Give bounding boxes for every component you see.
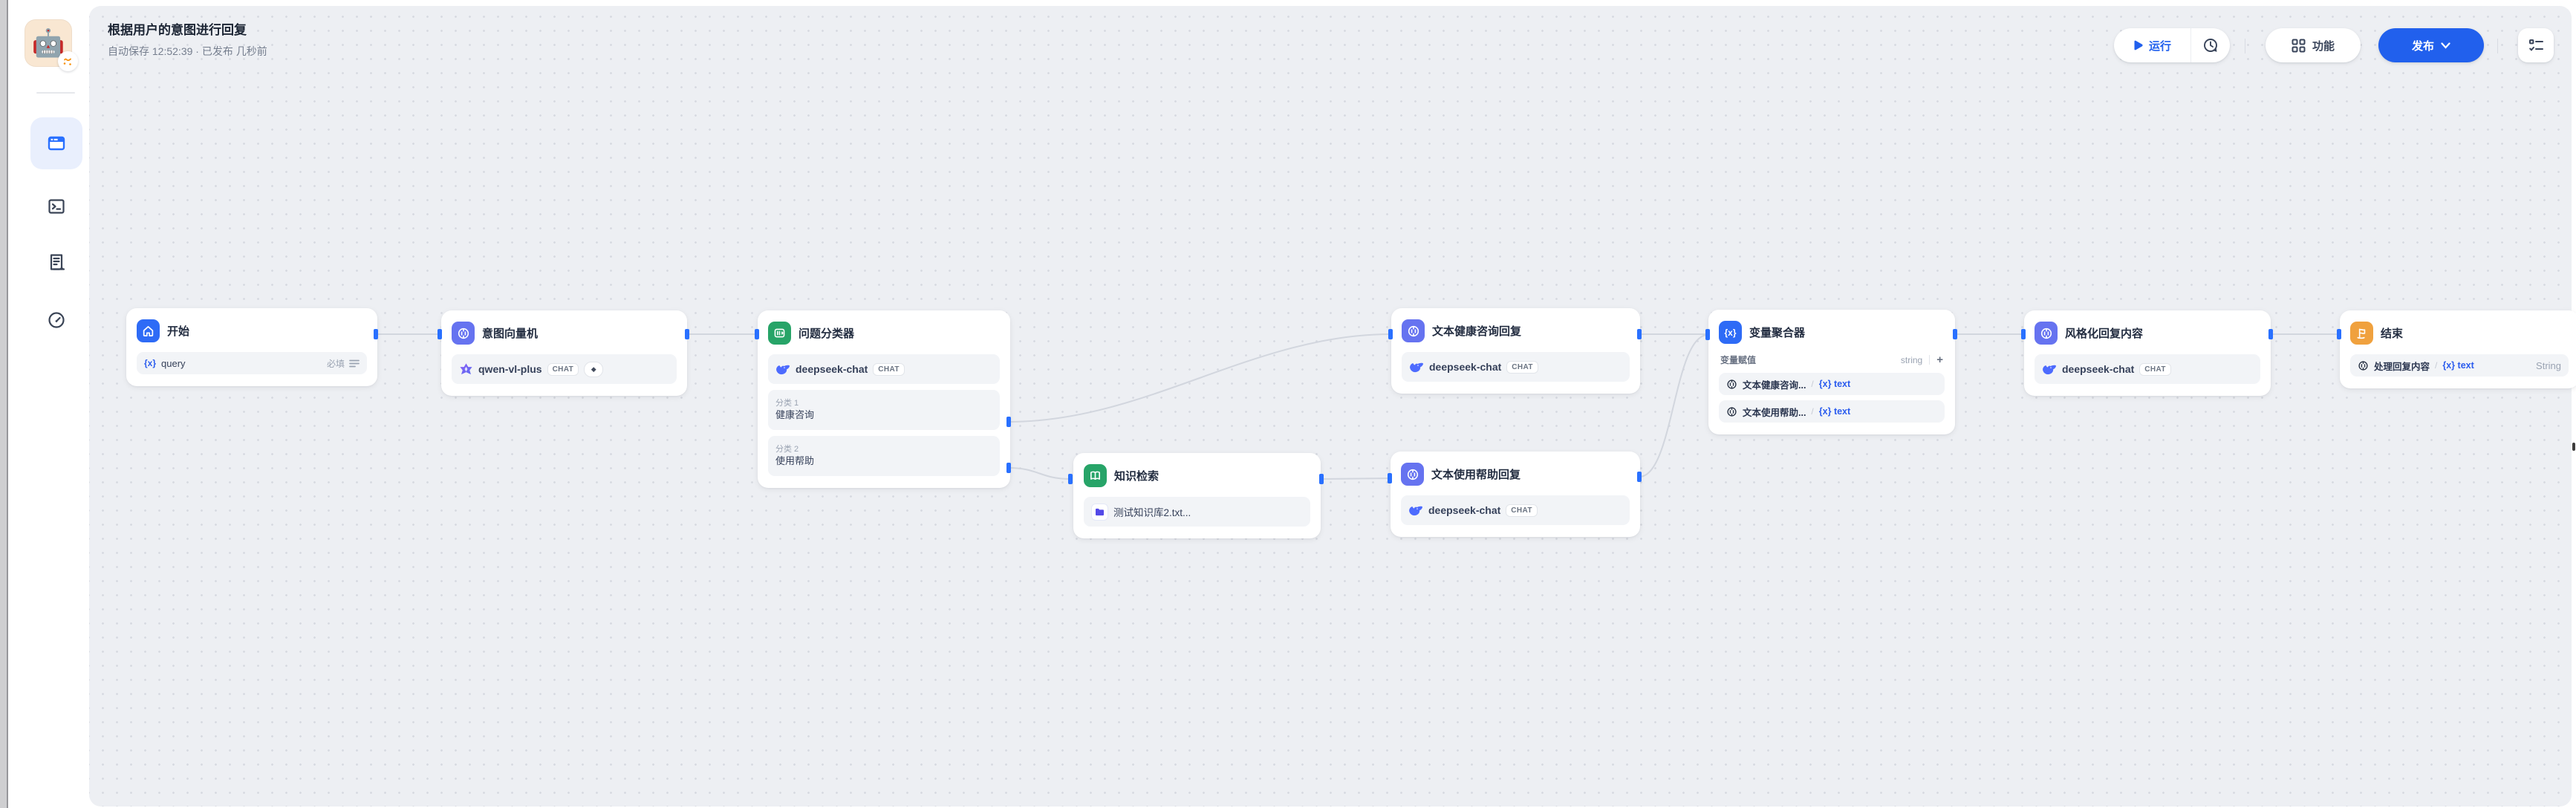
history-clock-icon: [2204, 39, 2217, 52]
node-help-reply[interactable]: 文本使用帮助回复 deepseek-chat CHAT: [1391, 452, 1640, 537]
grid-icon: [2292, 39, 2306, 52]
sidebar-item-orchestrate[interactable]: [30, 117, 82, 169]
autosave-status: 自动保存 12:52:39 · 已发布 几秒前: [108, 45, 267, 57]
workflow-mode-badge: [58, 51, 78, 71]
left-sidebar: [8, 0, 89, 808]
sidebar-item-logs[interactable]: [30, 236, 82, 288]
aggregated-var-row-1[interactable]: 文本健康咨询... / {x} text: [1719, 373, 1945, 395]
llm-mini-icon: [1727, 379, 1737, 389]
toolbar-separator-2: [2497, 39, 2498, 53]
knowledge-file-row[interactable]: 测试知识库2.txt...: [1084, 497, 1310, 527]
end-output-row[interactable]: 处理回复内容 / {x} text String: [2350, 354, 2569, 377]
run-history-button[interactable]: [2191, 28, 2230, 62]
run-button-group: 运行: [2114, 28, 2230, 62]
class-row-2[interactable]: 分类 2 使用帮助: [768, 436, 1000, 476]
add-variable-button[interactable]: +: [1936, 354, 1943, 366]
play-icon: [2134, 40, 2143, 50]
model-selector[interactable]: deepseek-chat CHAT: [1401, 495, 1630, 525]
node-end[interactable]: 结束 处理回复内容 / {x} text String: [2340, 310, 2576, 388]
window-icon: [47, 134, 66, 153]
aggregator-icon: {x}: [1719, 321, 1742, 344]
home-icon: [137, 319, 160, 342]
classifier-icon: [768, 322, 791, 345]
node-variable-aggregator[interactable]: {x} 变量聚合器 变量赋值 string + 文本健康咨询... / {x} …: [1708, 310, 1955, 434]
model-selector[interactable]: deepseek-chat CHAT: [768, 354, 1000, 384]
llm-icon: [1401, 463, 1424, 486]
app-icon[interactable]: 🤖: [25, 19, 78, 71]
chat-badge: CHAT: [2139, 362, 2171, 376]
page-title: 根据用户的意图进行回复: [108, 23, 247, 37]
vision-badge: ◆: [584, 361, 604, 377]
start-variable-row[interactable]: {x} query 必填: [137, 352, 367, 374]
publish-button[interactable]: 发布: [2378, 28, 2484, 62]
llm-mini-icon: [1727, 406, 1737, 417]
gauge-icon: [47, 310, 66, 330]
llm-icon: [1402, 319, 1425, 342]
output-type: String: [2536, 359, 2561, 371]
assign-label: 变量赋值: [1720, 355, 1757, 365]
log-icon: [47, 252, 66, 272]
checklist-icon: [2528, 39, 2543, 51]
llm-icon: [452, 322, 475, 345]
sidebar-divider: [36, 92, 75, 94]
llm-icon: [2035, 322, 2058, 345]
chat-badge: CHAT: [873, 362, 905, 376]
node-intent-vectorizer[interactable]: 意图向量机 qwen-vl-plus CHAT ◆: [441, 310, 687, 396]
chat-badge: CHAT: [1506, 360, 1538, 374]
menu-icon: [349, 359, 360, 367]
deepseek-logo: [776, 365, 790, 374]
os-edge-strip: [0, 0, 8, 808]
output-type-label: string: [1900, 354, 1923, 365]
folder-icon: [1091, 503, 1108, 521]
checklist-button[interactable]: [2518, 28, 2554, 62]
class-row-1[interactable]: 分类 1 健康咨询: [768, 390, 1000, 430]
features-button[interactable]: 功能: [2266, 28, 2361, 62]
terminal-icon: [47, 197, 66, 216]
llm-mini-icon: [2358, 360, 2368, 371]
node-style-reply[interactable]: 风格化回复内容 deepseek-chat CHAT: [2024, 310, 2271, 396]
required-badge: 必填: [326, 358, 345, 369]
node-start[interactable]: 开始 {x} query 必填: [126, 308, 377, 386]
sidebar-item-api[interactable]: [30, 180, 82, 232]
deepseek-logo: [1409, 506, 1423, 515]
node-question-classifier[interactable]: 问题分类器 deepseek-chat CHAT 分类 1 健康咨询 分类 2 …: [758, 310, 1010, 488]
chat-badge: CHAT: [1506, 504, 1538, 517]
qwen-logo: [460, 362, 472, 374]
workflow-canvas[interactable]: [89, 6, 2572, 807]
node-knowledge-retrieval[interactable]: 知识检索 测试知识库2.txt...: [1073, 453, 1321, 538]
model-selector[interactable]: deepseek-chat CHAT: [1402, 352, 1630, 382]
knowledge-icon: [1084, 464, 1107, 487]
scrollbar-thumb[interactable]: [2572, 443, 2575, 451]
chat-badge: CHAT: [547, 362, 579, 376]
fx-token: {x}: [144, 358, 157, 368]
chevron-down-icon: [2441, 42, 2450, 49]
deepseek-logo: [1410, 362, 1424, 372]
sidebar-item-monitor[interactable]: [30, 294, 82, 346]
end-flag-icon: [2350, 322, 2373, 345]
deepseek-logo: [2043, 365, 2057, 374]
robot-emoji: 🤖: [31, 27, 65, 58]
node-health-reply[interactable]: 文本健康咨询回复 deepseek-chat CHAT: [1391, 308, 1640, 394]
aggregated-var-row-2[interactable]: 文本使用帮助... / {x} text: [1719, 400, 1945, 423]
model-selector[interactable]: qwen-vl-plus CHAT ◆: [452, 354, 677, 384]
run-button[interactable]: 运行: [2114, 28, 2191, 62]
model-selector[interactable]: deepseek-chat CHAT: [2035, 354, 2260, 384]
